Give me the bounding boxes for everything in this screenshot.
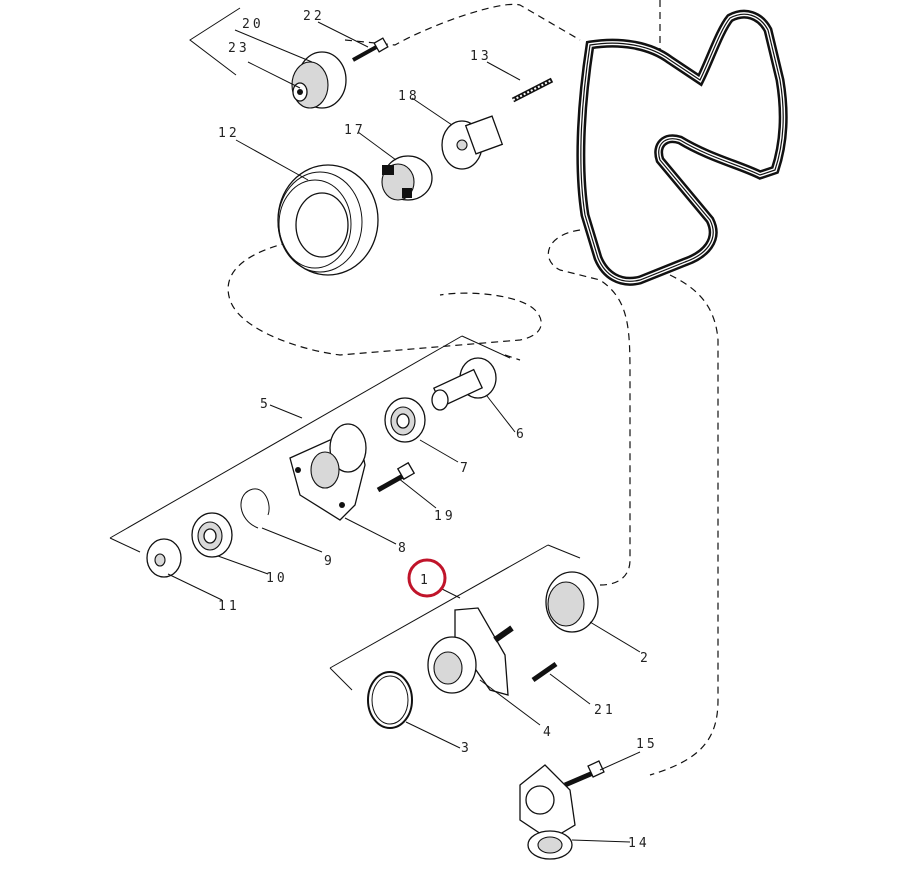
group-bracket-5	[109, 335, 511, 553]
callout-12: 12	[218, 126, 240, 141]
callout-10: 10	[266, 571, 288, 586]
callout-5: 5	[260, 397, 271, 412]
callout-1: 1	[420, 573, 431, 588]
bearing-7	[384, 397, 426, 443]
serpentine-belt	[576, 9, 788, 286]
callout-21: 19	[434, 509, 456, 524]
bolt-20	[531, 661, 558, 683]
crankshaft-pulley-12	[277, 164, 379, 276]
hub-flange-18	[441, 115, 504, 170]
callout-15: 15	[636, 737, 658, 752]
callout-19: 20	[242, 17, 264, 32]
callout-9: 9	[324, 554, 335, 569]
callout-8: 8	[398, 541, 409, 556]
callout-13: 13	[470, 49, 492, 64]
callout-17: 17	[344, 123, 366, 138]
callout-23: 23	[228, 41, 250, 56]
water-pump-4	[427, 607, 514, 696]
group-bracket-top	[189, 7, 241, 76]
spacer-17	[381, 155, 433, 201]
highlight-circle	[407, 558, 447, 598]
callout-6: 6	[516, 427, 527, 442]
callout-22: 22	[303, 9, 325, 24]
callout-3: 3	[461, 741, 472, 756]
belt-routing-dashed-lines	[227, 0, 719, 776]
group-bracket-1	[329, 544, 581, 691]
idler-pulley-19-23	[291, 51, 347, 109]
callout-4: 4	[543, 725, 554, 740]
callout-20: 21	[594, 703, 616, 718]
snap-ring-9	[240, 488, 270, 529]
bolt-21	[376, 461, 416, 493]
bolt-13	[511, 77, 554, 103]
callout-7: 7	[460, 461, 471, 476]
bolt-15	[564, 760, 605, 788]
leader-lines	[167, 21, 641, 843]
callout-18: 18	[398, 89, 420, 104]
bearing-10	[191, 512, 233, 558]
callout-11: 11	[218, 599, 240, 614]
bolt-22	[352, 37, 389, 62]
housing-8	[289, 423, 367, 521]
pulley-2	[545, 571, 599, 633]
callout-2: 2	[640, 651, 651, 666]
cap-11	[146, 538, 182, 578]
callout-14: 14	[628, 836, 650, 851]
o-ring-3	[367, 671, 413, 729]
tensioner-14	[519, 764, 576, 860]
callout-labels: 20 22 23 13 18 17 12 5 6 7 19 8 9 10 11 …	[218, 9, 658, 851]
shaft-6	[431, 357, 497, 411]
